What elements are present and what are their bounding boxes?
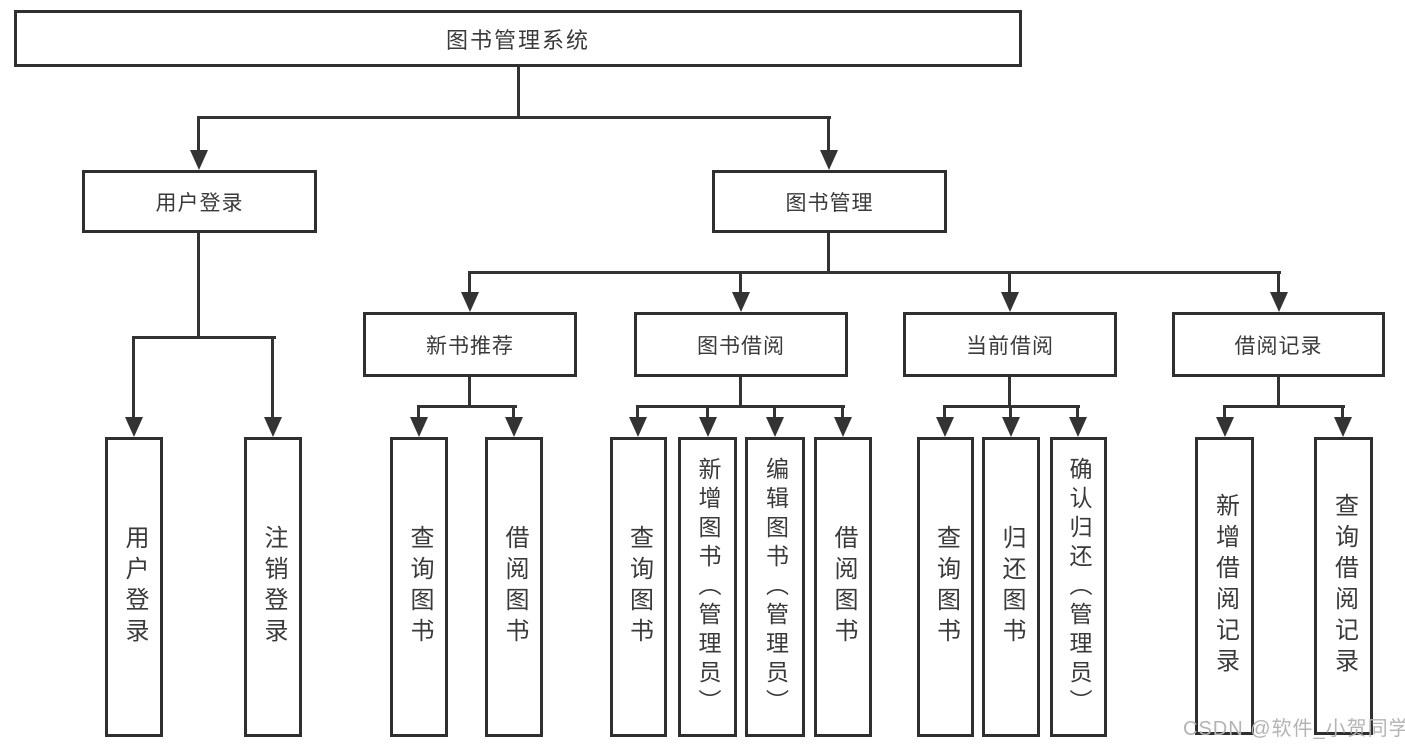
arrow-br-add — [1215, 406, 1234, 437]
leaf-logout-login-label: 注销登录 — [260, 525, 287, 649]
arrow-to-user-login — [189, 117, 208, 170]
leaf-nb-borrow-books-label: 借阅图书 — [501, 525, 528, 649]
leaf-cb-confirm-return-admin: 确认归还（管理员） — [1050, 437, 1107, 737]
connector-br-stem — [1277, 377, 1280, 408]
node-borrow-records: 借阅记录 — [1172, 312, 1385, 377]
arrow-cb-return — [1001, 406, 1020, 437]
leaf-bb-edit-books-admin-label: 编辑图书（管理员） — [762, 456, 789, 718]
connector-bookmgmt-stem — [827, 233, 830, 274]
leaf-cb-query-books-label: 查询图书 — [932, 525, 960, 649]
node-root-system: 图书管理系统 — [14, 10, 1022, 67]
leaf-nb-query-books: 查询图书 — [390, 437, 448, 737]
leaf-bb-add-books-admin: 新增图书（管理员） — [678, 437, 737, 737]
leaf-bb-edit-books-admin: 编辑图书（管理员） — [745, 437, 805, 737]
leaf-user-login-label: 用户登录 — [121, 525, 148, 649]
arrow-bb-edit — [765, 406, 784, 437]
node-new-book-recommend: 新书推荐 — [363, 312, 577, 377]
connector-nb-stem — [468, 377, 471, 408]
connector-root-stem — [517, 67, 520, 118]
leaf-bb-borrow-books: 借阅图书 — [814, 437, 872, 737]
leaf-nb-query-books-label: 查询图书 — [406, 525, 433, 649]
arrow-bb-borrow — [833, 406, 852, 437]
arrow-cb-query — [935, 406, 954, 437]
leaf-br-query-record: 查询借阅记录 — [1314, 437, 1373, 735]
connector-bb-branch — [636, 405, 845, 408]
connector-bookmgmt-branch — [468, 271, 1281, 274]
connector-userlogin-branch — [132, 336, 276, 339]
arrow-bb-query — [628, 406, 647, 437]
leaf-br-add-record: 新增借阅记录 — [1195, 437, 1254, 735]
leaf-nb-borrow-books: 借阅图书 — [485, 437, 543, 737]
arrow-to-borrow-records — [1269, 272, 1288, 312]
leaf-user-login: 用户登录 — [105, 437, 163, 737]
arrow-nb-borrow — [504, 406, 523, 437]
connector-root-branch — [197, 116, 831, 119]
arrow-to-leaf-logout — [263, 336, 282, 437]
leaf-bb-add-books-admin-label: 新增图书（管理员） — [695, 456, 721, 718]
leaf-bb-query-books-label: 查询图书 — [625, 525, 653, 649]
arrow-to-book-borrow — [731, 272, 750, 312]
arrow-nb-query — [409, 406, 428, 437]
leaf-br-query-record-label: 查询借阅记录 — [1330, 493, 1358, 679]
leaf-cb-confirm-return-admin-label: 确认归还（管理员） — [1066, 456, 1092, 718]
connector-userlogin-stem — [197, 233, 200, 339]
leaf-cb-return-books-label: 归还图书 — [998, 525, 1025, 649]
connector-bb-stem — [739, 377, 742, 408]
connector-cb-stem — [1008, 377, 1011, 408]
node-book-borrow: 图书借阅 — [634, 312, 848, 377]
arrow-cb-confirm — [1068, 406, 1087, 437]
connector-br-branch — [1223, 405, 1345, 408]
leaf-cb-query-books: 查询图书 — [917, 437, 974, 737]
arrow-to-book-management — [819, 117, 838, 170]
node-user-login: 用户登录 — [82, 170, 317, 233]
arrow-to-leaf-user-login — [124, 336, 143, 437]
leaf-br-add-record-label: 新增借阅记录 — [1211, 493, 1239, 679]
leaf-bb-borrow-books-label: 借阅图书 — [830, 525, 857, 649]
csdn-watermark: CSDN @软件_小贺同学 — [1183, 718, 1405, 740]
leaf-cb-return-books: 归还图书 — [982, 437, 1040, 737]
arrow-bb-add — [698, 406, 717, 437]
node-book-management: 图书管理 — [712, 170, 947, 233]
node-current-borrow: 当前借阅 — [903, 312, 1117, 377]
arrow-to-new-book-recommend — [460, 272, 479, 312]
leaf-logout-login: 注销登录 — [244, 437, 302, 737]
leaf-bb-query-books: 查询图书 — [610, 437, 667, 737]
arrow-to-current-borrow — [1000, 272, 1019, 312]
connector-nb-branch — [417, 405, 517, 408]
arrow-br-query — [1333, 406, 1352, 437]
